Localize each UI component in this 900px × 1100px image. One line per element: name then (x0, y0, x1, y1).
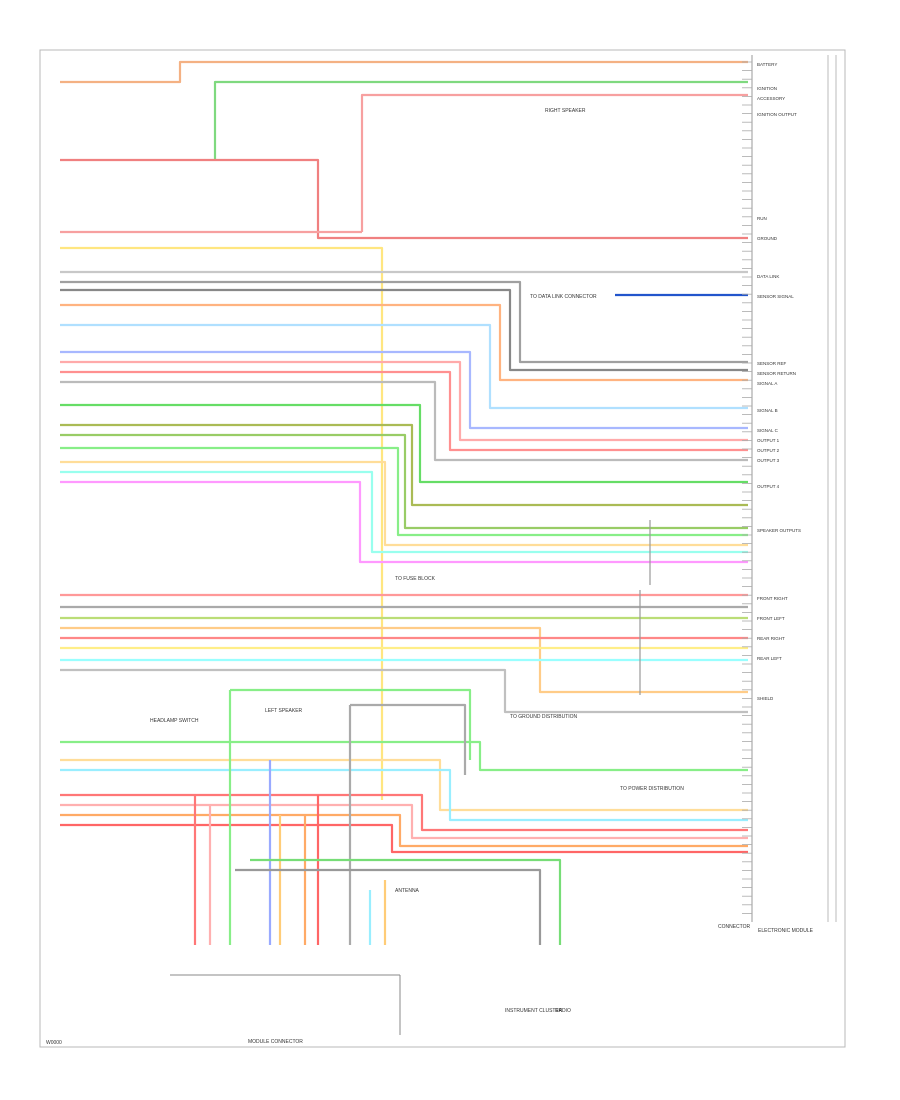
wire-green-2 (60, 403, 748, 484)
right-header-label: SIGNAL A (757, 381, 777, 386)
right-header-label: SENSOR RETURN (757, 371, 796, 376)
callout-antenna: ANTENNA (395, 888, 420, 894)
wire-cyan-4 (60, 768, 748, 822)
wire-gray-v1 (350, 703, 467, 775)
right-labels: BATTERY IGNITION ACCESSORY IGNITION OUTPUT R… (757, 62, 801, 701)
wire-green-v3 (250, 858, 562, 945)
bottom-connector-label: MODULE CONNECTOR (248, 1039, 303, 1045)
wire-green-top (213, 80, 748, 160)
diagram-frame (39, 49, 846, 1048)
wires (60, 60, 748, 945)
wire-pink-top (360, 93, 748, 232)
wire-cyan-1 (60, 323, 748, 410)
bottom-connector (170, 974, 401, 1035)
right-header-label: SPEAKER OUTPUTS (757, 528, 801, 533)
wire-cyan-2 (60, 470, 748, 554)
wire-green-5 (60, 740, 748, 772)
callout-headlamp-switch: HEADLAMP SWITCH (150, 718, 199, 724)
right-header-label: SENSOR SIGNAL (757, 294, 794, 299)
callout-data-link: TO DATA LINK CONNECTOR (530, 294, 597, 300)
wire-pink-3 (60, 360, 748, 442)
wire-green-3 (60, 433, 748, 530)
callout-ground-dist: TO GROUND DISTRIBUTION (510, 714, 578, 720)
wire-yellow-1 (60, 246, 384, 800)
wire-red-6 (60, 823, 748, 854)
module-name: ELECTRONIC MODULE (758, 928, 814, 934)
wire-green-v1 (230, 688, 472, 760)
wire-gray-v3 (235, 868, 542, 945)
right-header-label: IGNITION (757, 86, 777, 91)
connector-label: CONNECTOR (718, 924, 751, 930)
callout-right-speaker: RIGHT SPEAKER (545, 108, 586, 114)
right-header-label: REAR LEFT (757, 656, 782, 661)
right-header-label: RUN (757, 216, 767, 221)
wire-pink-4 (60, 803, 748, 840)
wire-magenta-1 (60, 480, 748, 564)
wire-green-4 (60, 446, 748, 537)
wire-gray-6 (60, 668, 748, 714)
right-header-label: SENSOR REF (757, 361, 787, 366)
wire-orange-2 (60, 303, 748, 382)
bottom-note-1: INSTRUMENT CLUSTER (505, 1008, 563, 1014)
wire-gray-3 (60, 288, 748, 372)
right-header-label: OUTPUT 4 (757, 484, 780, 489)
callout-power-dist: TO POWER DISTRIBUTION (620, 786, 684, 792)
wire-red-5 (60, 793, 748, 832)
right-header-label: BATTERY (757, 62, 777, 67)
wire-red-1 (60, 158, 748, 240)
right-header-label: GROUND (757, 236, 778, 241)
right-header-label: FRONT LEFT (757, 616, 785, 621)
right-header-label: REAR RIGHT (757, 636, 785, 641)
wire-peach-2 (60, 758, 748, 812)
right-header-label: FRONT RIGHT (757, 596, 788, 601)
wire-orange-top (60, 60, 748, 84)
wire-red-2 (60, 370, 748, 452)
right-header-label: ACCESSORY (757, 96, 785, 101)
wire-blue-1 (60, 350, 748, 430)
wire-gray-4 (60, 380, 748, 462)
right-header-label: SIGNAL C (757, 428, 779, 433)
callout-fuse-block: TO FUSE BLOCK (395, 576, 436, 582)
right-header-label: IGNITION OUTPUT (757, 112, 797, 117)
bottom-note-2: RADIO (555, 1008, 571, 1014)
callout-left-speaker: LEFT SPEAKER (265, 708, 303, 714)
right-header-label: SHIELD (757, 696, 774, 701)
right-header-label: OUTPUT 2 (757, 448, 780, 453)
figure-id: W0000 (46, 1040, 62, 1046)
wire-olive-1 (60, 423, 748, 507)
wire-peach-1 (60, 460, 748, 547)
right-header-label: OUTPUT 1 (757, 438, 780, 443)
right-header-label: OUTPUT 3 (757, 458, 780, 463)
right-header-label: DATA LINK (757, 274, 779, 279)
right-header-label: SIGNAL B (757, 408, 778, 413)
right-pin-ticks (742, 61, 752, 914)
wire-gray-2 (60, 280, 748, 364)
